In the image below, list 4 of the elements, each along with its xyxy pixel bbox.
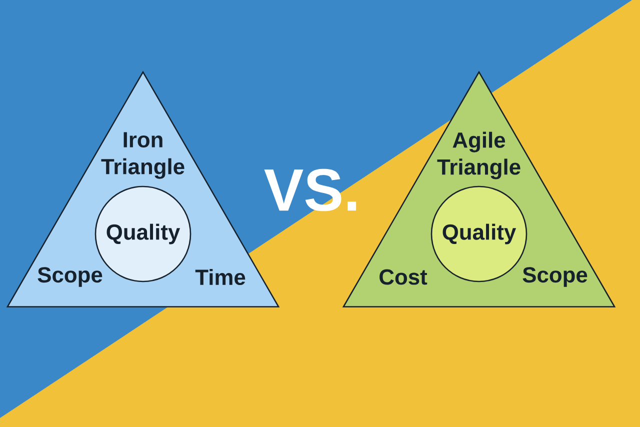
triangle-title: Iron Triangle bbox=[101, 132, 184, 179]
corner-label: Time bbox=[195, 268, 246, 286]
triangle-title: Agile Triangle bbox=[437, 132, 520, 180]
corner-label: Cost bbox=[380, 269, 428, 285]
